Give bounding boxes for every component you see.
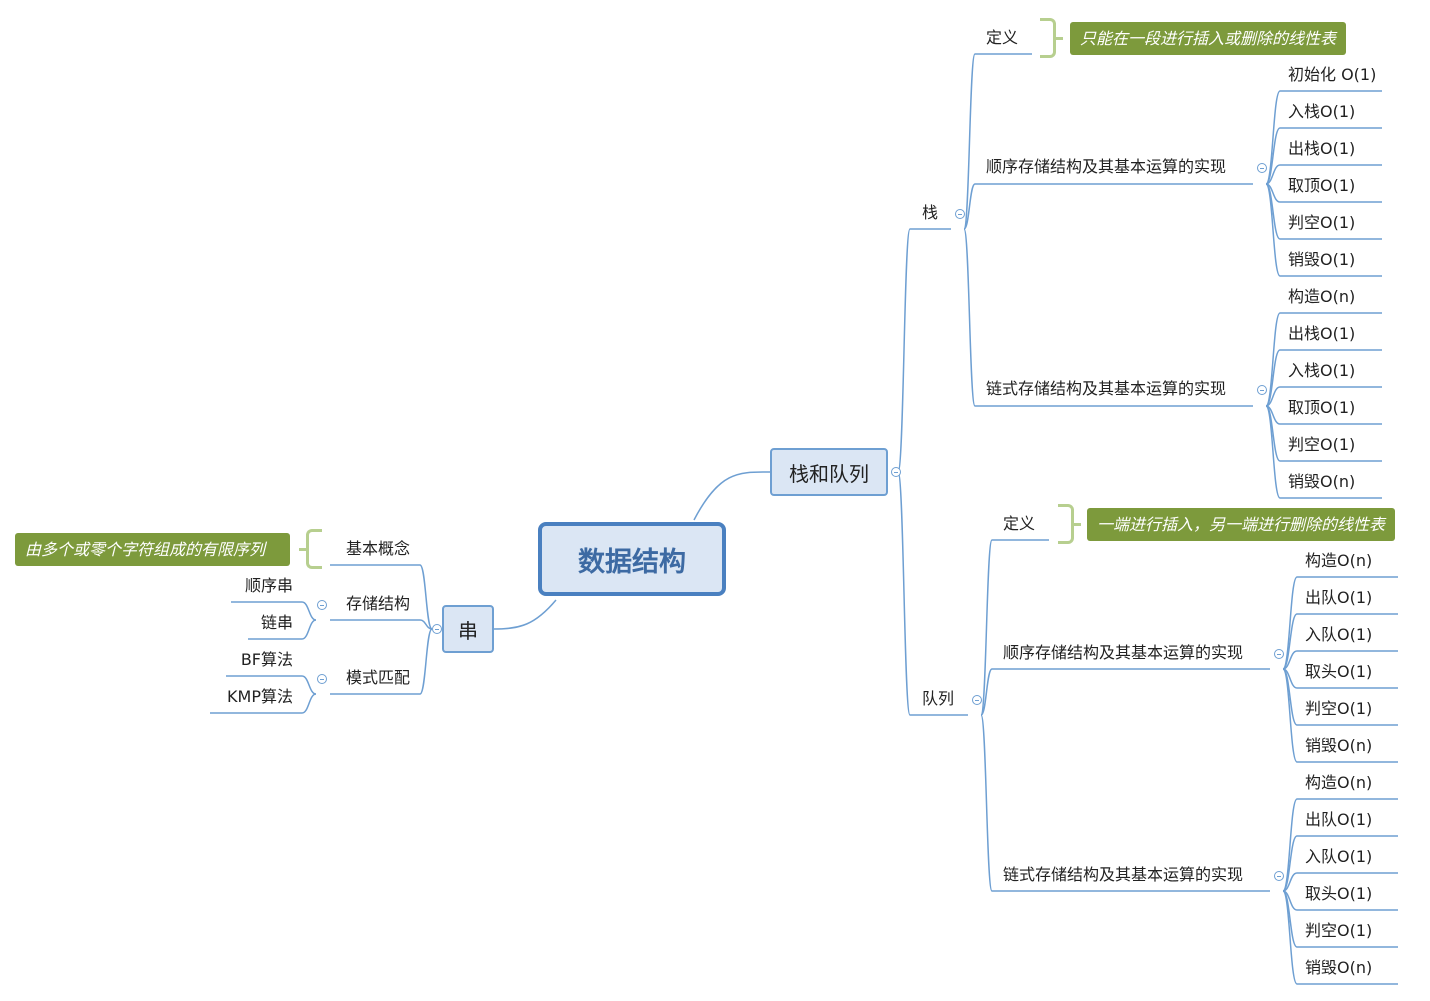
connector-line	[1282, 650, 1298, 670]
connector-line	[1265, 164, 1281, 185]
stack-seq-op[interactable]: 取顶O(1)	[1288, 176, 1356, 195]
queue-seq-op[interactable]: 构造O(n)	[1305, 551, 1373, 570]
connector-line	[419, 564, 433, 630]
connector-line	[1282, 576, 1298, 670]
string-storage-item[interactable]: 顺序串	[244, 576, 293, 595]
stack-link-op[interactable]: 入栈O(1)	[1288, 361, 1356, 380]
stack-def-label[interactable]: 定义	[986, 28, 1019, 47]
connector-line	[1282, 872, 1298, 892]
connector-line	[301, 675, 317, 695]
queue-def-label[interactable]: 定义	[1003, 514, 1036, 533]
connector-line	[493, 599, 557, 630]
queue-link-title[interactable]: 链式存储结构及其基本运算的实现	[1003, 865, 1244, 884]
stack-seq-op[interactable]: 销毁O(1)	[1288, 250, 1356, 269]
queue-link-op[interactable]: 销毁O(n)	[1305, 958, 1373, 977]
string-match-item[interactable]: BF算法	[240, 650, 293, 669]
string-basic-brace	[299, 529, 322, 569]
stack-link-op[interactable]: 取顶O(1)	[1288, 398, 1356, 417]
connector-line	[963, 53, 976, 230]
connector-line	[1265, 90, 1281, 185]
queue-link-op[interactable]: 入队O(1)	[1305, 847, 1373, 866]
collapse-stack-queue-icon[interactable]	[891, 467, 901, 477]
connector-line	[419, 619, 433, 630]
queue-def-brace	[1058, 504, 1081, 544]
string-basic-note[interactable]: 由多个或零个字符组成的有限序列	[15, 533, 290, 566]
string-match-item[interactable]: KMP算法	[227, 687, 293, 706]
queue-seq-op[interactable]: 销毁O(n)	[1305, 736, 1373, 755]
stack-seq-op[interactable]: 出栈O(1)	[1288, 139, 1356, 158]
string-storage-item[interactable]: 链串	[260, 613, 293, 632]
queue-link-op[interactable]: 判空O(1)	[1305, 921, 1373, 940]
collapse-string-storage-icon[interactable]	[317, 600, 327, 610]
stack-def-note[interactable]: 只能在一段进行插入或删除的线性表	[1070, 22, 1347, 55]
collapse-string-icon[interactable]	[432, 624, 442, 634]
collapse-queue-link-icon[interactable]	[1274, 871, 1284, 881]
queue-link-op[interactable]: 取头O(1)	[1305, 884, 1373, 903]
connector-line	[301, 619, 317, 640]
collapse-string-match-icon[interactable]	[317, 674, 327, 684]
connector-line	[1282, 668, 1298, 763]
stack-seq-op[interactable]: 入栈O(1)	[1288, 102, 1356, 121]
collapse-queue-seq-icon[interactable]	[1274, 649, 1284, 659]
node-string[interactable]: 串	[442, 605, 494, 653]
string-basic-label[interactable]: 基本概念	[345, 539, 410, 558]
stack-link-op[interactable]: 构造O(n)	[1288, 287, 1356, 306]
connector-line	[980, 539, 993, 716]
collapse-queue-icon[interactable]	[972, 695, 982, 705]
collapse-stack-link-icon[interactable]	[1257, 385, 1267, 395]
node-stack[interactable]: 栈	[922, 203, 939, 222]
connector-line	[1265, 183, 1281, 277]
queue-seq-op[interactable]: 取头O(1)	[1305, 662, 1373, 681]
connector-line	[1282, 890, 1298, 985]
node-queue[interactable]: 队列	[922, 689, 955, 708]
queue-def-note[interactable]: 一端进行插入，另一端进行删除的线性表	[1087, 508, 1396, 541]
stack-link-op[interactable]: 判空O(1)	[1288, 435, 1356, 454]
queue-seq-title[interactable]: 顺序存储结构及其基本运算的实现	[1003, 643, 1244, 662]
connector-line	[301, 601, 317, 621]
connector-line	[1265, 405, 1281, 499]
stack-link-title[interactable]: 链式存储结构及其基本运算的实现	[986, 379, 1227, 398]
root-node[interactable]: 数据结构	[538, 522, 726, 596]
connector-line	[419, 628, 433, 695]
queue-link-op[interactable]: 出队O(1)	[1305, 810, 1373, 829]
stack-link-op[interactable]: 出栈O(1)	[1288, 324, 1356, 343]
connector-line	[980, 668, 993, 716]
connector-line	[301, 693, 317, 714]
queue-seq-op[interactable]: 出队O(1)	[1305, 588, 1373, 607]
stack-seq-title[interactable]: 顺序存储结构及其基本运算的实现	[986, 157, 1227, 176]
queue-seq-op[interactable]: 判空O(1)	[1305, 699, 1373, 718]
queue-seq-op[interactable]: 入队O(1)	[1305, 625, 1373, 644]
stack-def-brace	[1040, 18, 1063, 58]
queue-link-op[interactable]: 构造O(n)	[1305, 773, 1373, 792]
node-stack-and-queue[interactable]: 栈和队列	[770, 448, 888, 496]
connector-line	[1265, 349, 1281, 407]
connector-line	[897, 471, 911, 716]
connector-line	[963, 228, 976, 407]
stack-link-op[interactable]: 销毁O(n)	[1288, 472, 1356, 491]
connector-line	[963, 183, 976, 230]
connector-line	[1265, 386, 1281, 407]
connector-line	[1282, 835, 1298, 892]
connector-line	[980, 714, 993, 892]
collapse-stack-seq-icon[interactable]	[1257, 163, 1267, 173]
collapse-stack-icon[interactable]	[955, 209, 965, 219]
connector-line	[1282, 798, 1298, 892]
connector-line	[1265, 312, 1281, 407]
connector-line	[897, 228, 911, 473]
connector-line	[693, 471, 771, 521]
stack-seq-op[interactable]: 判空O(1)	[1288, 213, 1356, 232]
stack-seq-op[interactable]: 初始化 O(1)	[1288, 65, 1377, 84]
string-storage-label[interactable]: 存储结构	[345, 594, 410, 613]
connector-line	[1265, 127, 1281, 185]
string-match-label[interactable]: 模式匹配	[345, 668, 410, 687]
connector-line	[1282, 613, 1298, 670]
